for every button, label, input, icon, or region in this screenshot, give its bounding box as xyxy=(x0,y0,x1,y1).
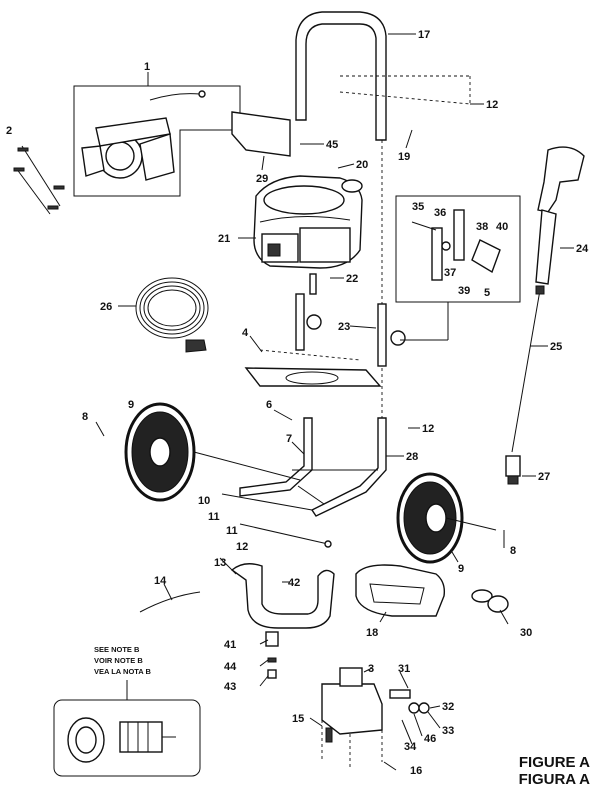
engine xyxy=(253,175,363,269)
engine-shroud xyxy=(231,111,291,157)
callout-7: 7 xyxy=(286,433,292,445)
callout-8-left: 8 xyxy=(82,411,88,423)
engine-bracket-kit xyxy=(73,85,241,197)
shaft-assembly-left xyxy=(295,273,322,351)
callout-35: 35 xyxy=(412,201,424,213)
callout-6: 6 xyxy=(266,399,272,411)
callout-37: 37 xyxy=(444,267,456,279)
callout-24: 24 xyxy=(576,243,589,255)
bumper-parts xyxy=(265,631,279,679)
callout-31: 31 xyxy=(398,663,410,675)
callout-26: 26 xyxy=(100,301,112,313)
callout-12-low: 12 xyxy=(236,541,248,553)
callout-25: 25 xyxy=(550,341,562,353)
callout-19: 19 xyxy=(398,151,410,163)
high-pressure-hose xyxy=(135,277,209,353)
filter-screen xyxy=(471,589,509,613)
callout-44: 44 xyxy=(224,661,237,673)
callout-10: 10 xyxy=(198,495,210,507)
engine-base-plate xyxy=(244,349,382,387)
figure-title-es: FIGURA A xyxy=(518,771,590,788)
note-b-inset xyxy=(53,680,201,777)
figure-title: FIGURE A FIGURA A xyxy=(519,754,590,788)
callout-41: 41 xyxy=(224,639,236,651)
callout-15: 15 xyxy=(292,713,304,725)
callout-9-right: 9 xyxy=(458,563,464,575)
callout-11-lower: 11 xyxy=(226,525,238,537)
callout-12-mid: 12 xyxy=(422,423,434,435)
callout-5: 5 xyxy=(484,287,490,299)
callout-18: 18 xyxy=(366,627,378,639)
callout-32: 32 xyxy=(442,701,454,713)
callout-43: 43 xyxy=(224,681,236,693)
callout-labels: 1 2 3 4 5 6 7 8 8 9 9 10 11 11 12 12 12 … xyxy=(6,29,589,777)
callout-1: 1 xyxy=(144,61,150,73)
callout-14: 14 xyxy=(154,575,167,587)
callout-17: 17 xyxy=(418,29,430,41)
figure-title-en: FIGURE A xyxy=(518,754,590,771)
callout-9-left: 9 xyxy=(128,399,134,411)
callout-22: 22 xyxy=(346,273,358,285)
callout-4: 4 xyxy=(242,327,249,339)
handle-frame xyxy=(295,11,471,420)
wheel-right xyxy=(396,472,497,564)
callout-46: 46 xyxy=(424,733,436,745)
callout-11-upper: 11 xyxy=(208,511,220,523)
callout-16: 16 xyxy=(410,765,422,777)
callout-23: 23 xyxy=(338,321,350,333)
callout-12-top: 12 xyxy=(486,99,498,111)
callout-33: 33 xyxy=(442,725,454,737)
leader-lines xyxy=(95,33,574,771)
callout-8-right: 8 xyxy=(510,545,516,557)
callout-30: 30 xyxy=(520,627,532,639)
callout-28: 28 xyxy=(406,451,418,463)
detergent-tank xyxy=(355,564,446,617)
spray-gun-detail-box xyxy=(395,195,521,341)
note-b-fr: VOIR NOTE B xyxy=(94,656,143,665)
callout-45: 45 xyxy=(326,139,338,151)
axle-rod xyxy=(221,493,332,548)
note-b-es: VEA LA NOTA B xyxy=(94,667,152,676)
bolts xyxy=(13,145,65,215)
rear-leg xyxy=(230,563,335,629)
main-frame xyxy=(239,417,387,517)
spray-gun xyxy=(535,146,585,285)
callout-2: 2 xyxy=(6,125,12,137)
callout-39: 39 xyxy=(458,285,470,297)
callout-27: 27 xyxy=(538,471,550,483)
callout-13: 13 xyxy=(214,557,226,569)
callout-29: 29 xyxy=(256,173,268,185)
callout-40: 40 xyxy=(496,221,508,233)
callout-36: 36 xyxy=(434,207,446,219)
callout-21: 21 xyxy=(218,233,230,245)
pump-assembly xyxy=(321,667,430,768)
callout-3: 3 xyxy=(368,663,374,675)
note-b-en: SEE NOTE B xyxy=(94,645,140,654)
wheel-left xyxy=(124,402,301,502)
spray-wand xyxy=(505,285,545,485)
callout-38: 38 xyxy=(476,221,488,233)
bypass-tube xyxy=(139,591,201,613)
callout-42: 42 xyxy=(288,577,300,589)
callout-20: 20 xyxy=(356,159,368,171)
callout-34: 34 xyxy=(404,741,417,753)
shaft-assembly-right xyxy=(377,303,406,367)
